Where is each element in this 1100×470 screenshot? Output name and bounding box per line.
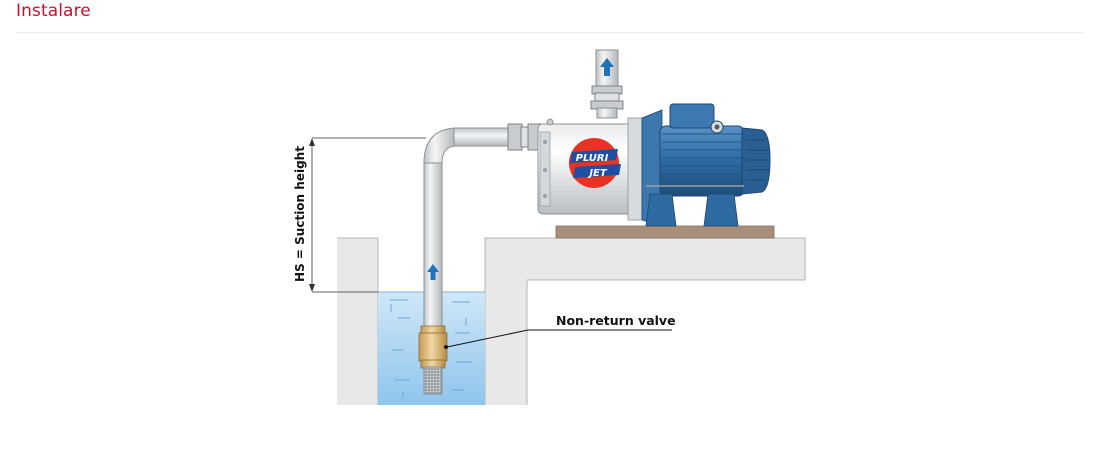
suction-height-label: HS = Suction height <box>293 146 307 282</box>
flow-up-arrow-icon <box>600 58 614 76</box>
flow-up-arrow-icon <box>427 264 439 280</box>
valve-callout: Non-return valve <box>446 313 676 348</box>
strainer-mesh <box>423 366 443 395</box>
suction-height-dimension: HS = Suction height <box>293 137 426 293</box>
electric-motor <box>641 103 771 227</box>
non-return-valve-label: Non-return valve <box>556 313 676 328</box>
title-divider <box>16 32 1084 33</box>
pump-unit: PLURI JET <box>537 103 775 239</box>
delivery-pipe <box>590 49 624 119</box>
section-title: Instalare <box>16 1 91 21</box>
pluri-jet-logo: PLURI JET <box>569 138 621 188</box>
svg-text:PLURI: PLURI <box>576 153 609 164</box>
svg-text:JET: JET <box>587 168 608 179</box>
non-return-valve <box>418 325 448 369</box>
pump-base <box>555 225 775 239</box>
suction-pipe <box>423 123 543 329</box>
